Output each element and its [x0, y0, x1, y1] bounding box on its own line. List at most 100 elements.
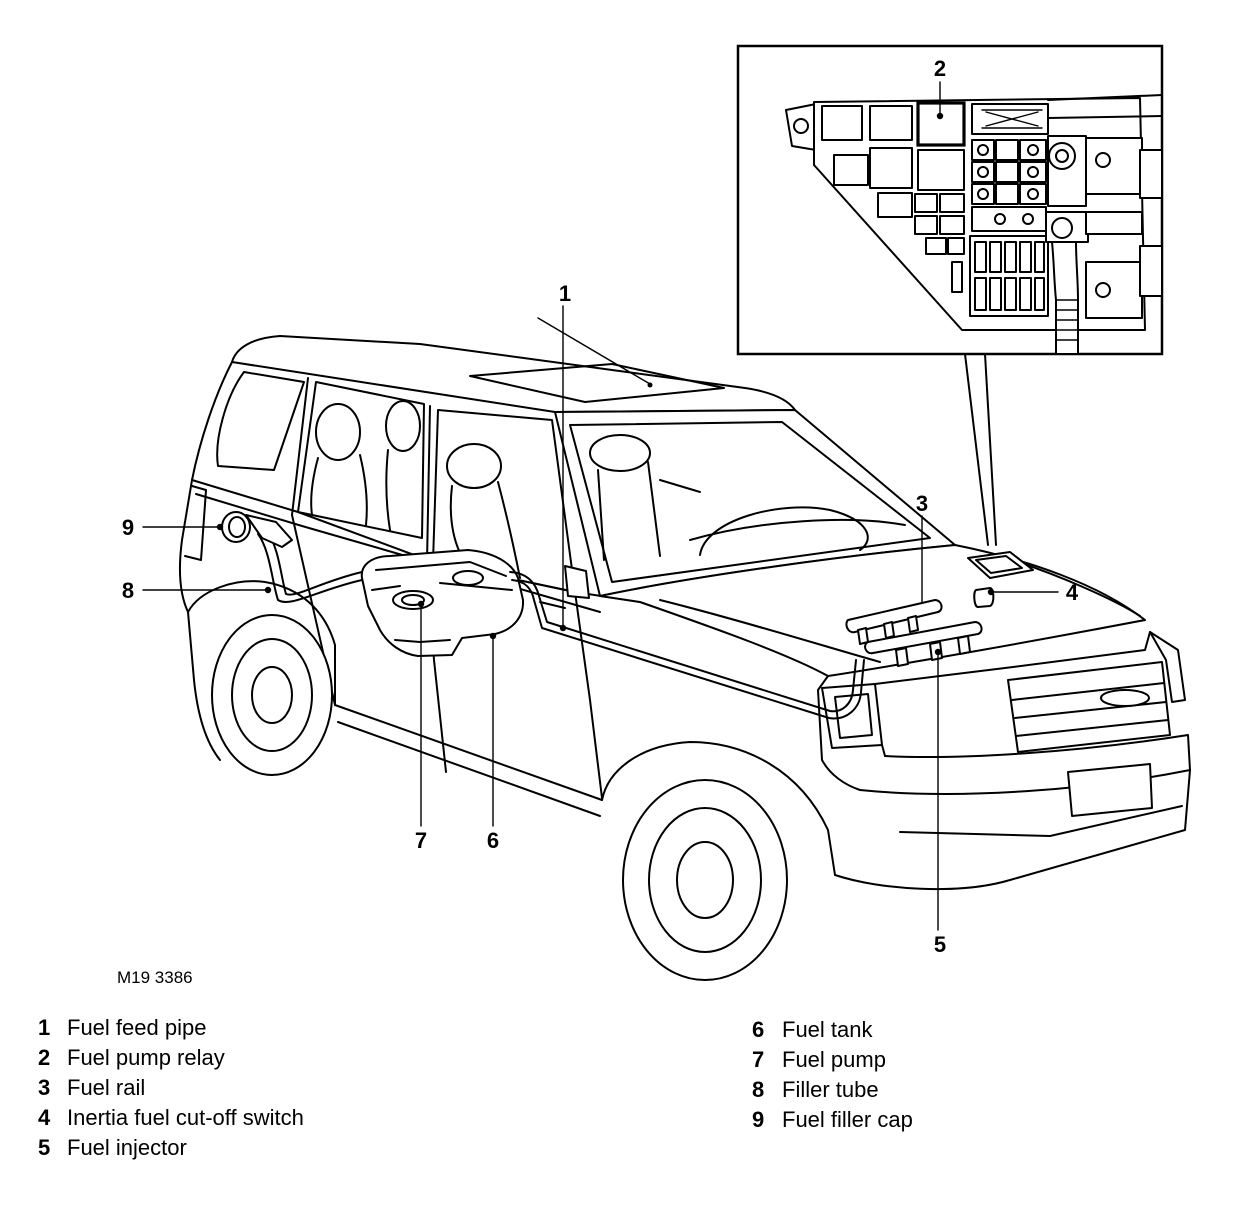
number-plate: [1067, 763, 1153, 817]
legend: 1 Fuel feed pipe 2 Fuel pump relay 3 Fue…: [38, 1015, 913, 1160]
legend-number: 5: [38, 1135, 50, 1160]
legend-left-column: 1 Fuel feed pipe 2 Fuel pump relay 3 Fue…: [38, 1015, 304, 1160]
leader-lines: [142, 81, 1059, 931]
aerial-base: [647, 382, 653, 388]
legend-label: Fuel filler cap: [782, 1107, 913, 1132]
headlamp-far: [1149, 631, 1186, 703]
fuel-feed-pipe: [509, 571, 857, 713]
fuse: [925, 237, 947, 255]
fuse: [939, 193, 965, 213]
legend-label: Fuel pump relay: [67, 1045, 225, 1070]
front-fender: [817, 675, 861, 791]
legend-label: Fuel pump: [782, 1047, 886, 1072]
relay: [877, 192, 913, 218]
fuse: [947, 237, 965, 255]
legend-number: 6: [752, 1017, 764, 1042]
callout-2: 2: [934, 56, 946, 81]
rear-wheel-arch: [187, 580, 336, 706]
dashboard: [689, 519, 906, 541]
front-door-seam: [574, 591, 603, 799]
relay: [833, 154, 869, 186]
rear-pillar: [179, 361, 233, 613]
legend-number: 9: [752, 1107, 764, 1132]
terminal-rows: [971, 139, 1047, 232]
windshield-glass: [569, 421, 931, 583]
relay-location-inner: [975, 555, 1023, 574]
rear-headrest: [315, 403, 361, 461]
dashboard-seat: [597, 461, 701, 561]
relay: [821, 105, 863, 141]
front-tyre: [622, 779, 788, 981]
steering-wheel: [699, 506, 869, 556]
rear-hub: [251, 666, 293, 724]
rear-seat-back: [310, 449, 391, 531]
fuel-tank-top: [371, 561, 513, 591]
legend-label: Fuel tank: [782, 1017, 873, 1042]
relay: [869, 105, 913, 141]
fuel-injector: [895, 647, 909, 667]
roof-top: [231, 335, 796, 413]
fuel-rail: [845, 599, 943, 634]
hood: [599, 544, 1146, 677]
rear-lamp: [184, 485, 207, 561]
filler-housing: [245, 514, 293, 548]
legend-right-column: 6 Fuel tank 7 Fuel pump 8 Filler tube 9 …: [752, 1017, 913, 1132]
filler-tube-inner: [265, 529, 363, 596]
roof-aerial: [537, 317, 651, 385]
legend-label: Filler tube: [782, 1077, 879, 1102]
legend-number: 3: [38, 1075, 50, 1100]
rear-quarter-window: [216, 371, 305, 471]
rear-door-seam: [291, 377, 336, 706]
right-mounting-brackets: [1085, 137, 1162, 319]
fuse-strip: [971, 103, 1049, 135]
blade-fuses: [969, 235, 1049, 317]
relay: [917, 149, 965, 191]
callout-3: 3: [916, 491, 928, 516]
mounting-hole: [793, 118, 809, 134]
callout-9: 9: [122, 515, 134, 540]
figure-code: M19 3386: [117, 968, 193, 987]
legend-number: 7: [752, 1047, 764, 1072]
fuse-strip-link: [981, 109, 1043, 129]
rear-headrest: [385, 400, 421, 452]
dashboard-seat-headrest: [589, 434, 651, 472]
fuel-feed-pipe-inner: [511, 579, 865, 720]
legend-number: 2: [38, 1045, 50, 1070]
fuel-pump: [392, 590, 434, 610]
front-face: [874, 631, 1151, 757]
filler-cap-centre: [228, 516, 246, 538]
callout-5: 5: [934, 932, 946, 957]
front-wheel-arch: [601, 741, 836, 876]
fuel-pump-relay: [916, 101, 966, 147]
callouts: 1 2 3 4 5 6 7 8 9: [122, 56, 1079, 957]
callout-4: 4: [1066, 580, 1079, 605]
front-headrest: [446, 443, 502, 489]
fuel-system: [221, 511, 1034, 720]
callout-1: 1: [559, 281, 571, 306]
fuse: [914, 193, 938, 213]
main-cable-connector: [1045, 135, 1089, 354]
fuse: [914, 215, 938, 235]
callout-7: 7: [415, 828, 427, 853]
inset-pointer: [964, 353, 997, 546]
side-mirror: [564, 565, 590, 599]
fuel-pump-cap: [401, 594, 425, 606]
sill: [334, 704, 603, 817]
fuel-injector: [883, 621, 895, 639]
air-intake: [899, 805, 1183, 837]
rear-tyre: [211, 614, 333, 776]
callout-8: 8: [122, 578, 134, 603]
tank-sender: [452, 570, 484, 586]
fuel-rail: [864, 621, 983, 655]
headlamp-near-lens: [834, 693, 873, 739]
legend-label: Inertia fuel cut-off switch: [67, 1105, 304, 1130]
legend-number: 8: [752, 1077, 764, 1102]
inset-fuse-box: [736, 44, 1164, 546]
lower-valance: [834, 769, 1191, 891]
fuse: [939, 215, 965, 235]
vehicle-drawing: [179, 317, 1191, 981]
rear-bumper: [187, 611, 221, 761]
harness-top-edge: [1047, 94, 1162, 119]
front-hub: [676, 841, 734, 919]
